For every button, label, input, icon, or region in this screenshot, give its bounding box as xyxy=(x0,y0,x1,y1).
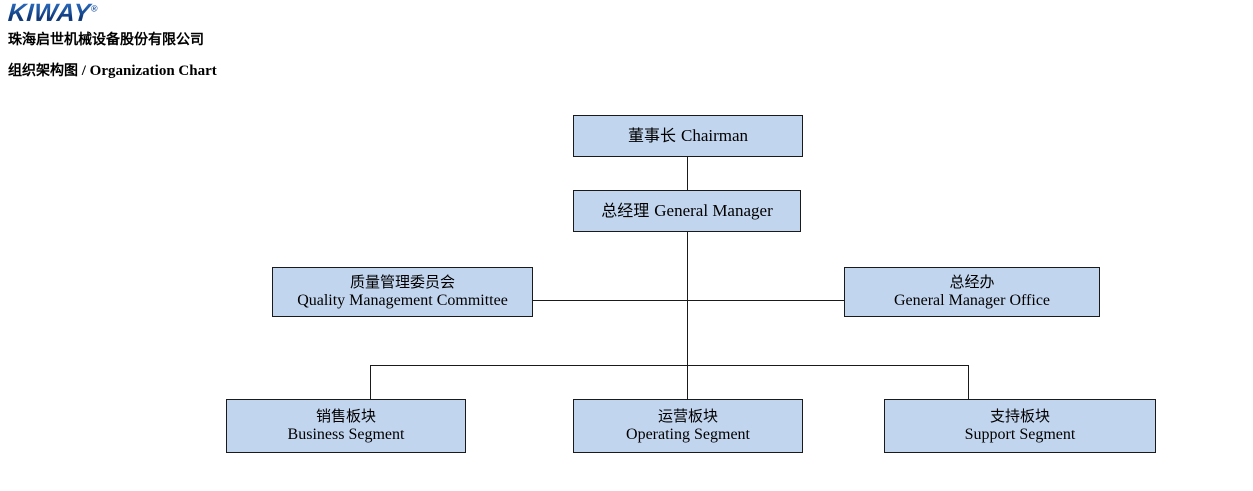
org-node-business-segment-en: Business Segment xyxy=(287,426,405,444)
org-node-business-segment[interactable]: 销售板块 Business Segment xyxy=(226,399,466,453)
org-node-quality-management-committee-en: Quality Management Committee xyxy=(297,292,508,310)
org-node-general-manager[interactable]: 总经理 General Manager xyxy=(573,190,801,232)
company-name: 珠海启世机械设备股份有限公司 xyxy=(8,32,204,48)
org-node-support-segment-en: Support Segment xyxy=(964,426,1076,444)
connector-drop-business-segment xyxy=(370,365,372,399)
org-node-general-manager-office[interactable]: 总经办 General Manager Office xyxy=(844,267,1100,317)
org-node-operating-segment[interactable]: 运营板块 Operating Segment xyxy=(573,399,803,453)
org-node-quality-management-committee-cn: 质量管理委员会 xyxy=(349,272,455,291)
org-node-general-manager-en: General Manager xyxy=(654,201,773,221)
org-node-quality-management-committee[interactable]: 质量管理委员会 Quality Management Committee xyxy=(272,267,533,317)
org-node-general-manager-office-cn: 总经办 xyxy=(949,272,995,291)
page-title-en: Organization Chart xyxy=(89,63,217,79)
page-title: 组织架构图 / Organization Chart xyxy=(8,62,217,80)
org-node-general-manager-office-en: General Manager Office xyxy=(893,292,1051,310)
org-node-support-segment[interactable]: 支持板块 Support Segment xyxy=(884,399,1156,453)
connector-chairman-to-general-manager xyxy=(687,157,689,190)
connector-segments-horizontal-bar xyxy=(370,365,969,367)
org-node-business-segment-cn: 销售板块 xyxy=(315,406,376,425)
org-node-general-manager-cn: 总经理 xyxy=(601,201,650,220)
org-node-support-segment-cn: 支持板块 xyxy=(989,406,1050,425)
connector-general-manager-trunk xyxy=(687,232,689,366)
org-node-chairman[interactable]: 董事长 Chairman xyxy=(573,115,803,157)
org-node-operating-segment-cn: 运营板块 xyxy=(657,406,718,425)
page-title-separator: / xyxy=(78,63,90,79)
connector-drop-support-segment xyxy=(968,365,970,399)
org-node-operating-segment-en: Operating Segment xyxy=(626,426,750,444)
connector-staff-horizontal-bar xyxy=(533,300,844,302)
org-node-chairman-en: Chairman xyxy=(680,126,749,146)
page-title-cn: 组织架构图 xyxy=(8,63,78,79)
connector-drop-operating-segment xyxy=(687,365,689,399)
org-node-chairman-cn: 董事长 xyxy=(627,126,676,145)
